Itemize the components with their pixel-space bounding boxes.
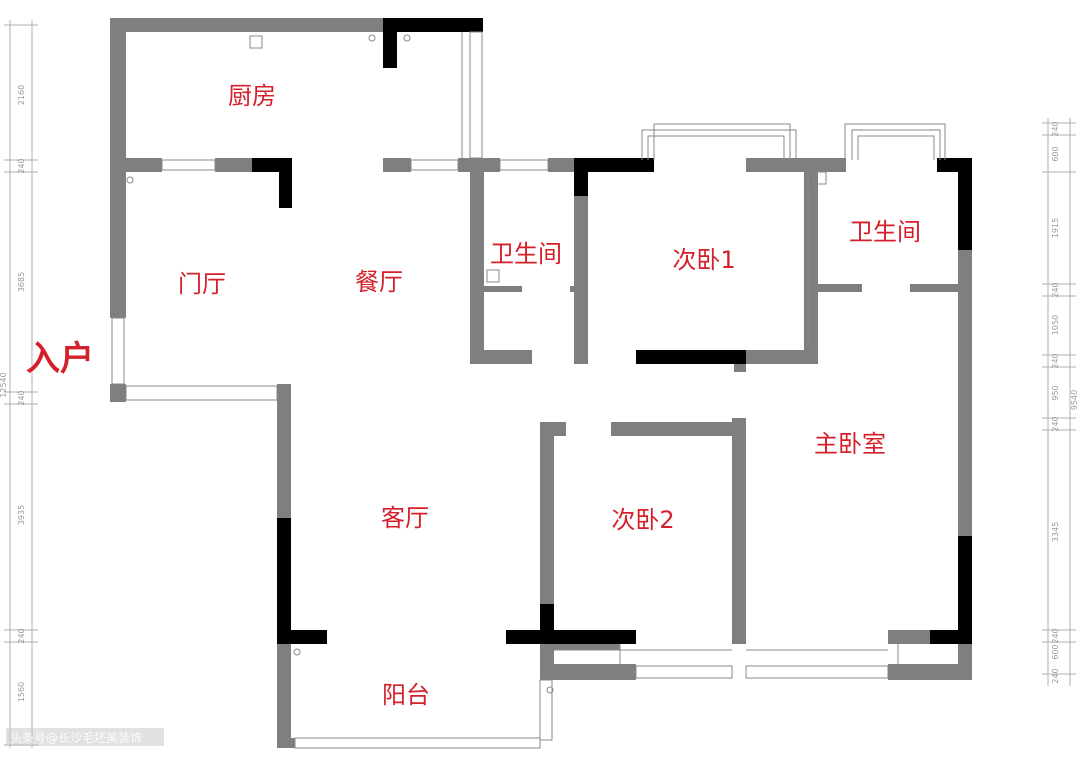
label-dining: 餐厅: [355, 268, 403, 296]
dim-right-8: 240: [1051, 416, 1060, 431]
dim-left-total: 12540: [0, 372, 8, 397]
dim-right-11: 600: [1051, 644, 1060, 659]
dim-left-4: 240: [17, 390, 26, 405]
right-dimension-lines: [1042, 118, 1076, 686]
label-bedroom-2: 次卧2: [611, 506, 674, 534]
dim-right-total: 9540: [1070, 390, 1079, 410]
entry-label: 入户: [26, 339, 94, 379]
walls: [110, 18, 972, 748]
interior-lines: [126, 32, 827, 694]
dim-right-10: 240: [1051, 628, 1060, 643]
dim-left-3: 3685: [17, 272, 26, 292]
dim-left-2: 240: [17, 158, 26, 173]
dim-right-2: 600: [1051, 146, 1060, 161]
dim-right-5: 1050: [1051, 315, 1060, 335]
watermark-backdrop: [6, 728, 164, 746]
windows: [111, 31, 946, 749]
dim-right-1: 240: [1051, 121, 1060, 136]
dim-right-4: 240: [1051, 282, 1060, 297]
right-bath-fixture-icon: [813, 171, 827, 185]
foyer-pipe-icon: [126, 176, 134, 184]
kitchen-fixture-icon: [249, 35, 263, 49]
label-bedroom-1: 次卧1: [672, 246, 735, 274]
dim-right-9: 3345: [1051, 522, 1060, 542]
kitchen-pipe-icon: [368, 34, 376, 42]
dim-right-3: 1915: [1051, 218, 1060, 238]
label-master-bedroom: 主卧室: [814, 430, 886, 458]
label-bath-left: 卫生间: [490, 240, 562, 268]
dim-right-12: 240: [1051, 668, 1060, 683]
dim-right-7: 950: [1051, 385, 1060, 400]
watermark: 头条号@长沙毛坯美装饰: [10, 731, 142, 745]
label-kitchen: 厨房: [228, 82, 276, 110]
label-living-room: 客厅: [381, 504, 429, 532]
balcony-pipe-icon-2: [546, 686, 554, 694]
label-foyer: 门厅: [178, 270, 226, 298]
left-bath-fixture-icon: [486, 269, 500, 283]
balcony-pipe-icon: [293, 648, 301, 656]
dim-left-7: 1560: [17, 682, 26, 702]
dim-right-6: 240: [1051, 353, 1060, 368]
left-dimension-lines: [4, 20, 38, 748]
dim-left-1: 2160: [17, 85, 26, 105]
structural-walls: [252, 18, 972, 644]
kitchen-pipe-icon-2: [403, 34, 411, 42]
dim-left-6: 240: [17, 628, 26, 643]
dim-left-5: 3935: [17, 505, 26, 525]
label-balcony: 阳台: [382, 681, 430, 709]
label-bath-right: 卫生间: [849, 218, 921, 246]
